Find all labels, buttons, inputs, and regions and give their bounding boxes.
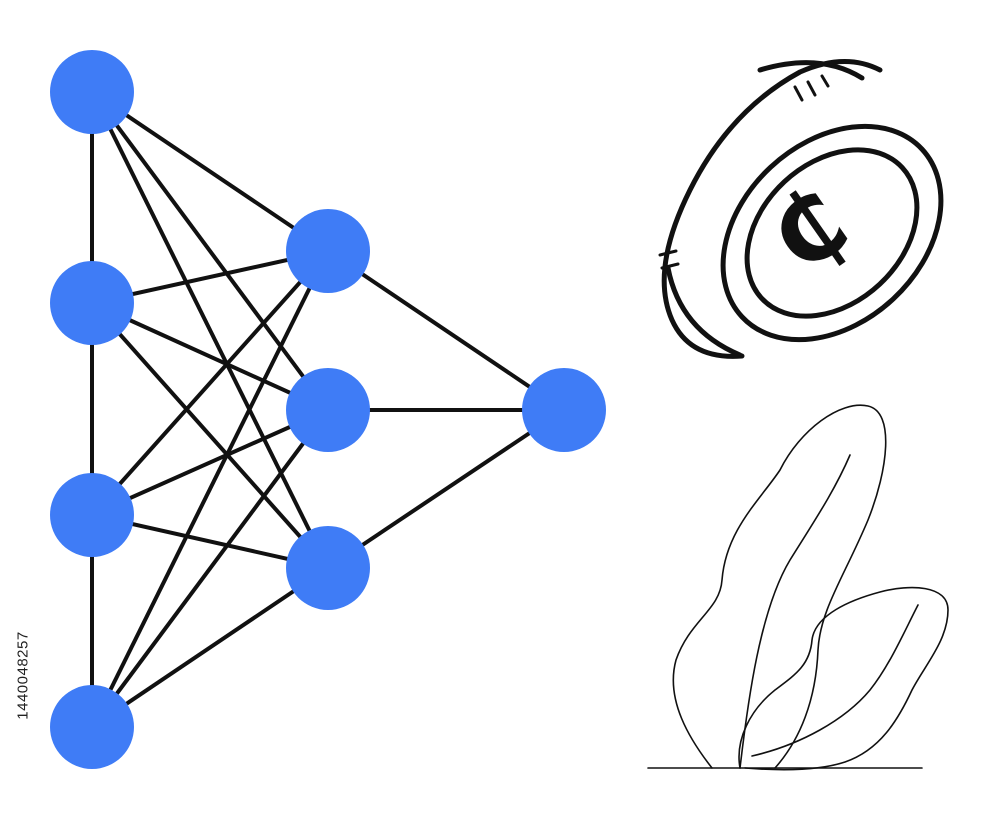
network-edge xyxy=(90,566,330,729)
network-node-l3-1 xyxy=(522,368,606,452)
network-node-l2-2 xyxy=(286,368,370,452)
leaf-plant-icon xyxy=(647,404,949,771)
network-edge xyxy=(90,301,330,570)
network-edge xyxy=(326,249,566,412)
network-edge xyxy=(91,408,329,517)
network-node-l1-2 xyxy=(50,261,134,345)
network-node-l2-1 xyxy=(286,209,370,293)
coin-icon xyxy=(658,59,944,359)
stock-id-label: 1440048257 xyxy=(2,540,44,810)
network-edge xyxy=(91,301,329,412)
network-edge xyxy=(90,90,330,412)
network-edge xyxy=(90,249,330,517)
network-node-l1-1 xyxy=(50,50,134,134)
network-edge xyxy=(90,91,330,569)
network-edges xyxy=(90,90,566,729)
network-edge xyxy=(90,408,330,729)
network-edge xyxy=(90,250,330,728)
stock-id-text: 1440048257 xyxy=(14,630,32,720)
network-nodes xyxy=(50,50,606,769)
network-node-l2-3 xyxy=(286,526,370,610)
network-node-l1-3 xyxy=(50,473,134,557)
network-node-l1-4 xyxy=(50,685,134,769)
network-edge xyxy=(326,408,566,570)
network-edge xyxy=(90,90,330,253)
